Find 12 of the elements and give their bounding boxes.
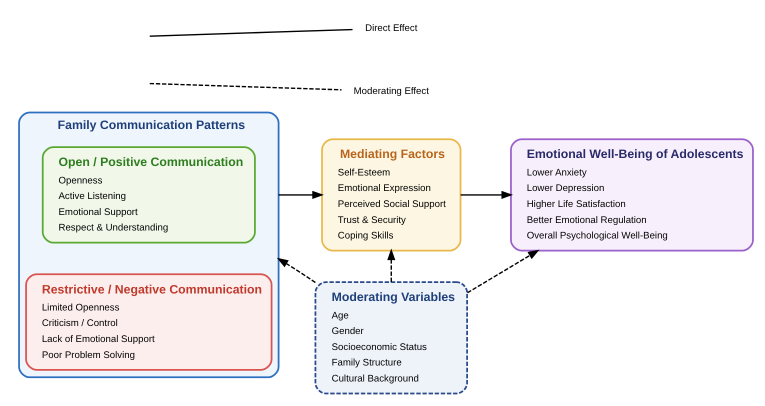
node-box: Open / Positive Communication Openness Active Listening Emotional Support Respect & Understanding (42, 146, 256, 244)
arrow (467, 250, 540, 294)
node-box: Restrictive / Negative Communication Limited Openness Criticism / Control Lack of Emotional Support Poor Problem Solving (25, 273, 272, 371)
legend-label: Direct Effect (365, 22, 418, 34)
arrow (278, 190, 324, 199)
arrow (460, 190, 514, 199)
legend-label: Moderating Effect (354, 86, 429, 97)
arrow (387, 248, 396, 282)
node-box: Mediating Factors Self-Esteem Emotional Expression Perceived Social Support Trust & Security Coping Skills (321, 138, 462, 252)
node-box: Moderating Variables Age Gender Socioeconomic Status Family Structure Cultural Background (314, 281, 468, 394)
node-box: Emotional Well-Being of Adolescents Lower Anxiety Lower Depression Higher Life Satisfaction Better Emotional Regulation Overall Psychological Well-Being (510, 138, 754, 252)
arrow (276, 258, 316, 284)
